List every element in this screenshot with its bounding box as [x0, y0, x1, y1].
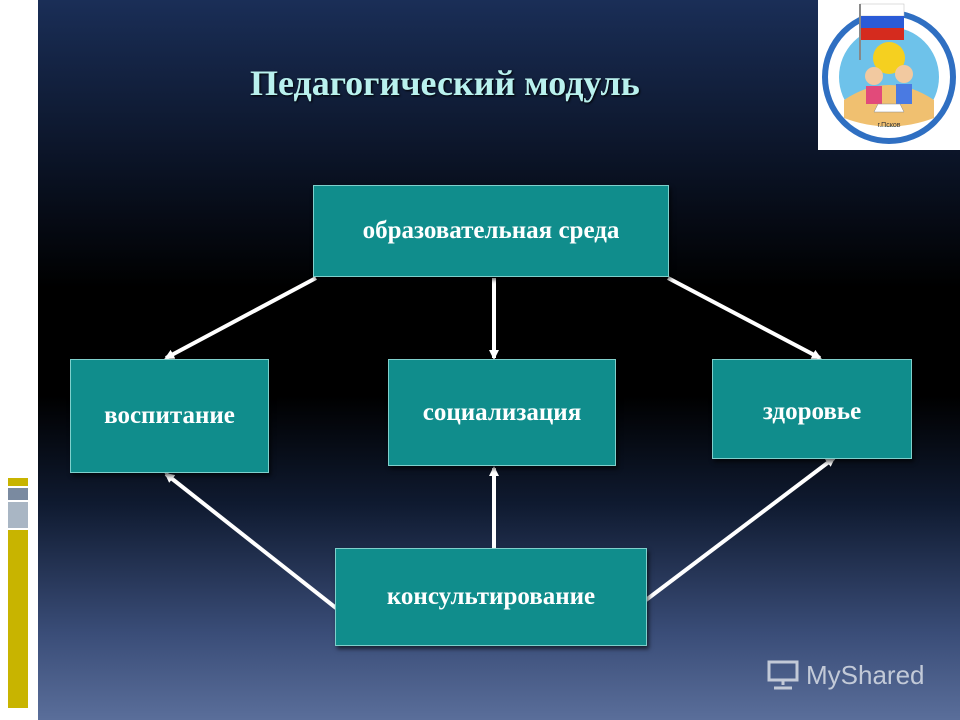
- node-socialization: социализация: [388, 359, 616, 466]
- node-health: здоровье: [712, 359, 912, 459]
- svg-text:г.Псков: г.Псков: [878, 122, 901, 129]
- node-consulting: консультирование: [335, 548, 647, 646]
- slide-title: Педагогический модуль: [250, 63, 640, 103]
- node-upbringing: воспитание: [70, 359, 269, 473]
- node-educational-environment: образовательная среда: [313, 185, 669, 277]
- deco-bar-3: [8, 502, 28, 528]
- presentation-board-icon: [767, 660, 799, 690]
- deco-bar-2: [8, 488, 28, 500]
- arrow-top-to-right: [667, 276, 822, 360]
- deco-bar-1: [8, 478, 28, 486]
- watermark-text: MyShared: [806, 659, 925, 690]
- school-logo: г.Псков: [818, 0, 960, 150]
- deco-bar-4: [8, 530, 28, 708]
- school-emblem-icon: г.Псков: [822, 3, 956, 144]
- watermark: MyShared: [766, 655, 925, 695]
- arrow-top-to-left: [164, 276, 317, 360]
- arrow-bottom-to-left: [164, 472, 338, 610]
- arrow-bottom-to-right: [644, 456, 836, 602]
